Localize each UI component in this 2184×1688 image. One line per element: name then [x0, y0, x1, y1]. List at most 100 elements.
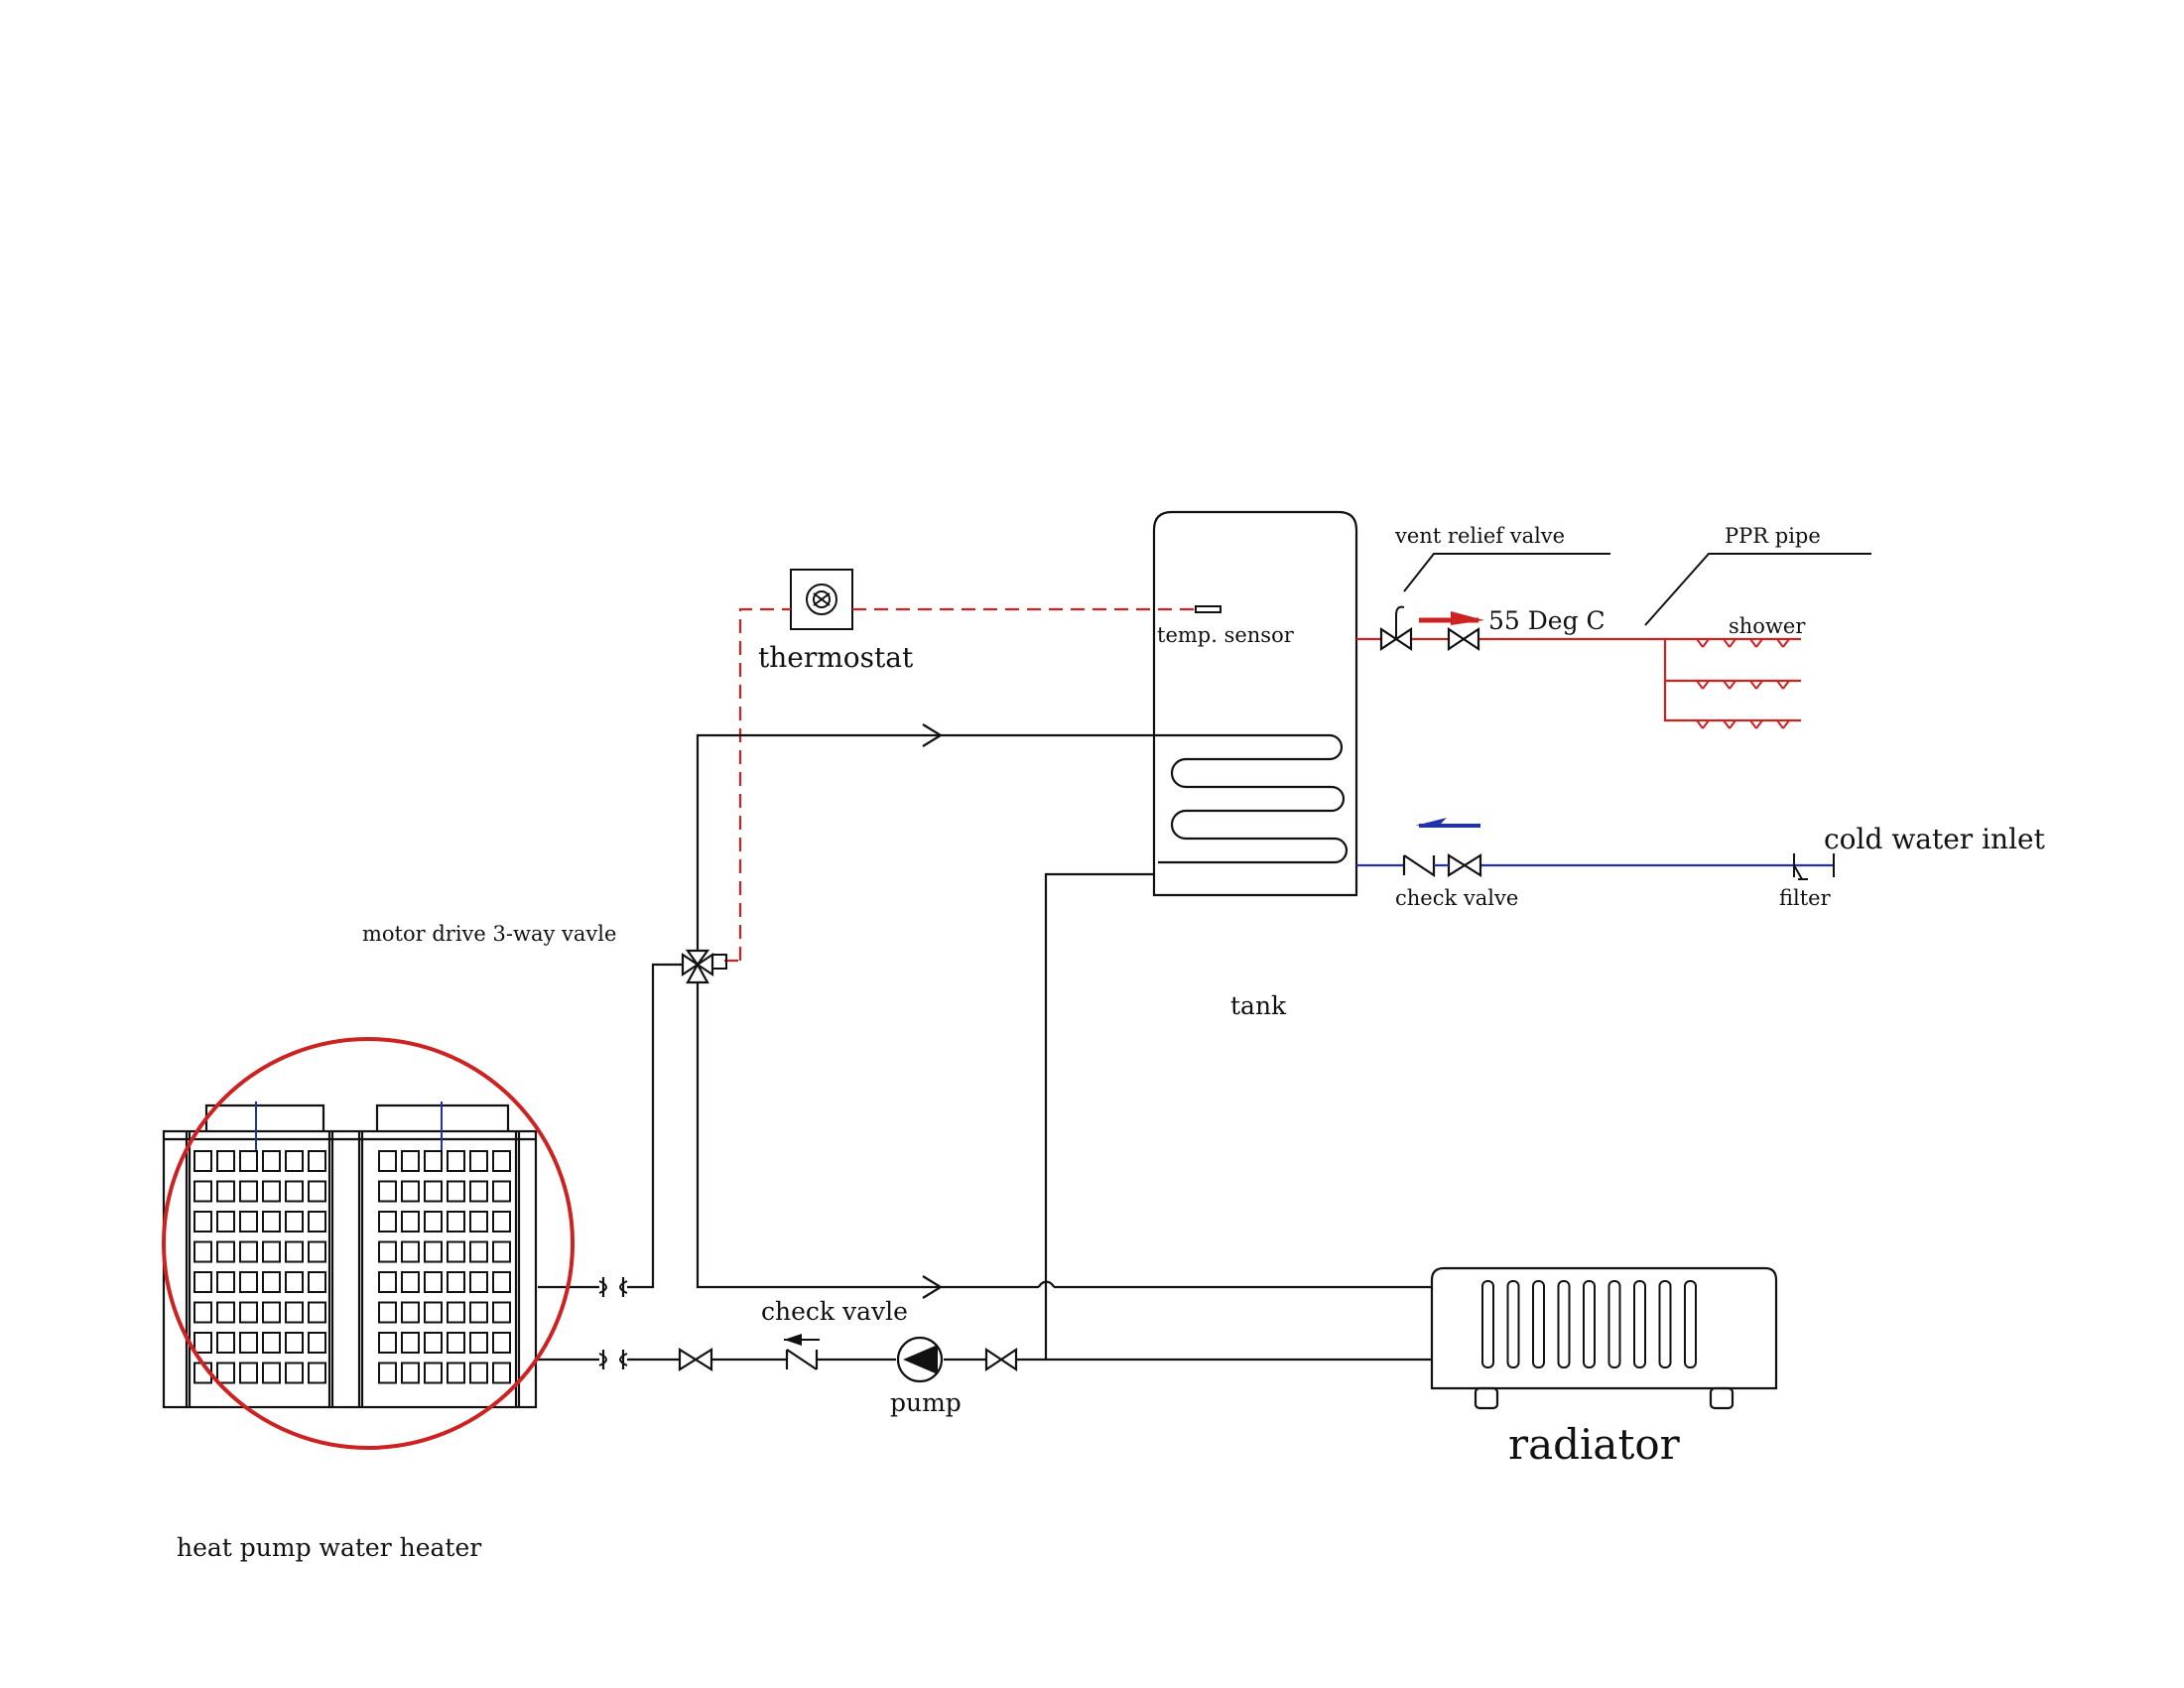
temperature-label: 55 Deg C [1488, 606, 1606, 635]
radiator [1430, 1266, 1778, 1410]
shower-label: shower [1729, 614, 1806, 638]
heat-pump-vent-cell [401, 1332, 420, 1354]
hot-shutoff-valve [1447, 626, 1480, 652]
heat-pump-vent-cell [216, 1332, 235, 1354]
storage-tank [1152, 510, 1358, 897]
filter [1793, 853, 1835, 880]
heat-pump-vent-cell [285, 1301, 304, 1324]
heat-pump-vent-cell [216, 1271, 235, 1293]
radiator-fin [1658, 1280, 1672, 1368]
heat-pump-vent-cell [216, 1301, 235, 1324]
heat-pump-vent-cell [401, 1211, 420, 1233]
pump-label: pump [890, 1388, 962, 1417]
hot-water-line [1356, 637, 1801, 722]
heat-pump-vent-cell [447, 1362, 465, 1384]
radiator-fin [1633, 1280, 1646, 1368]
radiator-fin [1557, 1280, 1571, 1368]
heat-pump-vent-cell [239, 1180, 258, 1203]
heat-pump-vent-cell [424, 1332, 443, 1354]
check-valve-cold-label: check valve [1395, 886, 1518, 910]
radiator-fin [1532, 1280, 1545, 1368]
heat-pump-vent-cell [378, 1271, 397, 1293]
heat-pump-vent-cell [447, 1301, 465, 1324]
heat-pump-vent-cell [262, 1180, 281, 1203]
heat-pump-vent-cell [193, 1332, 212, 1354]
heat-pump-vent-cell [308, 1362, 326, 1384]
heat-pump-vent-cell [262, 1301, 281, 1324]
heat-pump-vent-cell [447, 1332, 465, 1354]
heat-pump-vent-cell [424, 1301, 443, 1324]
heat-pump-vent-cell [239, 1271, 258, 1293]
heat-pump-vent-cell [424, 1180, 443, 1203]
union-upper [598, 1277, 628, 1297]
shower-heads [1696, 638, 1790, 729]
heat-pump-vent-cell [447, 1180, 465, 1203]
heat-pump-vent-cell [492, 1271, 511, 1293]
heat-pump-vent-cell [262, 1332, 281, 1354]
heat-pump-vent-cell [492, 1332, 511, 1354]
heat-pump-vent-cell [239, 1240, 258, 1263]
heat-pump-vent-cell [308, 1240, 326, 1263]
radiator-label: radiator [1508, 1420, 1681, 1469]
heat-pump-vent-cell [424, 1362, 443, 1384]
heat-pump-vent-cell [447, 1240, 465, 1263]
heat-pump-vent-cell [193, 1211, 212, 1233]
highlight-circle [162, 1037, 575, 1450]
motor-drive-3way-valve [681, 949, 727, 984]
heat-pump-vent-cell [447, 1150, 465, 1172]
heat-pump-vent-cell [401, 1362, 420, 1384]
heat-pump-vent-cell [469, 1240, 488, 1263]
heat-pump-vent-cell [378, 1211, 397, 1233]
temp-sensor-probe [1195, 605, 1221, 613]
circulation-pump [896, 1336, 944, 1383]
heat-pump-vent-cell [492, 1301, 511, 1324]
motor-valve-label: motor drive 3-way vavle [362, 922, 616, 946]
union-lower [598, 1350, 628, 1369]
heat-pump-vent-cell [378, 1240, 397, 1263]
radiator-fin [1607, 1280, 1621, 1368]
vent-relief-valve [1379, 605, 1413, 652]
filter-label: filter [1779, 886, 1832, 910]
heat-pump-vent-cell [308, 1271, 326, 1293]
heat-pump-vent-cell [401, 1271, 420, 1293]
heat-pump-vent-cell [378, 1362, 397, 1384]
heat-pump-vent-cell [469, 1362, 488, 1384]
heat-pump-vent-cell [285, 1180, 304, 1203]
heat-pump-vent-cell [262, 1271, 281, 1293]
heat-pump-vent-cell [424, 1150, 443, 1172]
heat-pump-vent-cell [401, 1150, 420, 1172]
radiator-fin [1481, 1280, 1494, 1368]
heat-pump-vent-cell [285, 1240, 304, 1263]
heat-pump-vent-cell [239, 1150, 258, 1172]
cold-water-inlet-label: cold water inlet [1824, 823, 2046, 855]
temp-sensor-label: temp. sensor [1157, 623, 1295, 647]
heat-pump-vent-cell [469, 1301, 488, 1324]
heat-pump-vent-cell [424, 1271, 443, 1293]
heat-pump-vent-cell [193, 1180, 212, 1203]
heat-pump-vent-cell [492, 1150, 511, 1172]
tank-label: tank [1230, 991, 1287, 1020]
return-gate-valve [678, 1348, 713, 1371]
vent-relief-leader [1403, 553, 1610, 592]
heat-pump-vent-cell [378, 1180, 397, 1203]
pump-gate-valve [984, 1347, 1018, 1372]
ppr-pipe-leader [1644, 553, 1871, 626]
heat-pump-vent-cell [239, 1211, 258, 1233]
heat-pump-vent-cell [193, 1271, 212, 1293]
heat-pump-vent-cell [308, 1332, 326, 1354]
heat-pump-vent-cell [216, 1150, 235, 1172]
heat-pump-vent-cell [216, 1362, 235, 1384]
heat-pump-vent-cell [285, 1271, 304, 1293]
heat-pump-vent-cell [492, 1240, 511, 1263]
check-valve-cold [1402, 853, 1482, 878]
thermostat [790, 569, 853, 630]
heat-pump-vent-cell [492, 1211, 511, 1233]
primary-loop [538, 723, 1432, 1362]
heat-pump-vent-cell [193, 1150, 212, 1172]
heat-pump-vent-cell [492, 1180, 511, 1203]
heat-pump-vent-cell [285, 1211, 304, 1233]
heat-pump-vent-cell [424, 1211, 443, 1233]
heat-pump-vent-cell [193, 1240, 212, 1263]
heat-pump-vent-cell [378, 1332, 397, 1354]
